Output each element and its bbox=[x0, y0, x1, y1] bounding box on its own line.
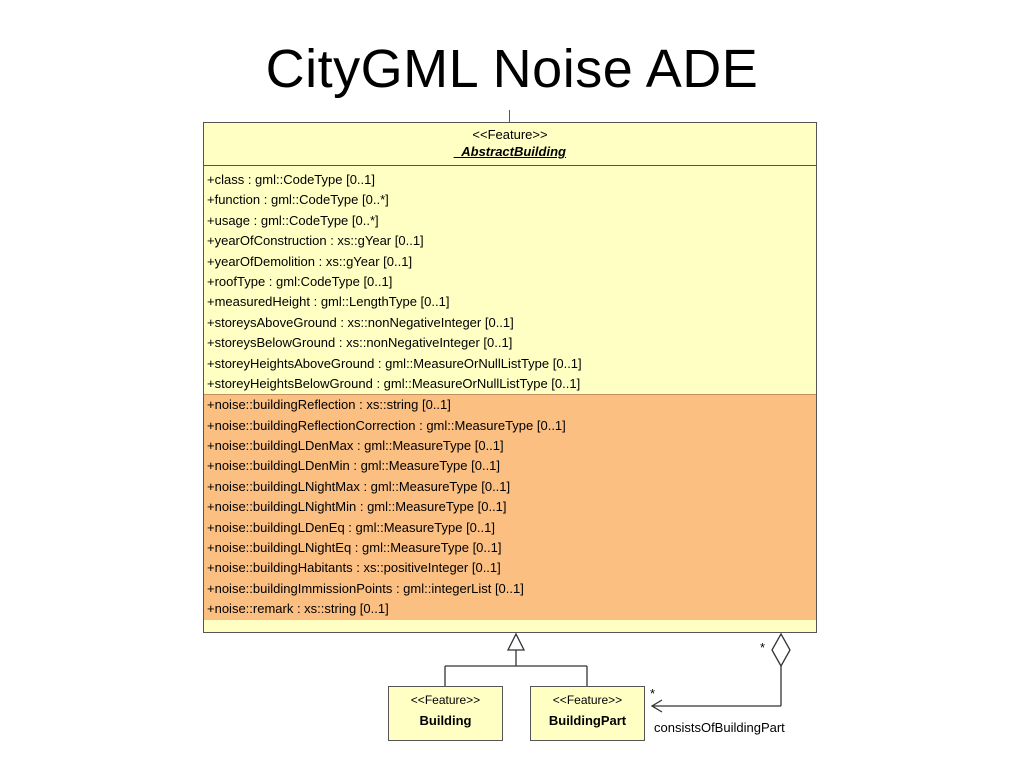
attribute: +usage : gml::CodeType [0..*] bbox=[207, 212, 379, 228]
part-multiplicity: * bbox=[650, 686, 656, 701]
generalization-arrow bbox=[506, 632, 526, 651]
noise-attribute: +noise::buildingLDenMax : gml::MeasureTy… bbox=[204, 436, 816, 457]
noise-attribute: +noise::buildingImmissionPoints : gml::i… bbox=[204, 578, 816, 600]
aggregation-arrowhead bbox=[650, 699, 663, 713]
aggregate-multiplicity: * bbox=[760, 640, 766, 655]
attribute: +roofType : gml:CodeType [0..1] bbox=[207, 273, 393, 289]
building-class[interactable]: <<Feature>> Building bbox=[388, 686, 503, 741]
class-name: _AbstractBuilding bbox=[454, 144, 566, 159]
building-name: Building bbox=[419, 713, 472, 728]
buildingpart-stereotype: <<Feature>> bbox=[552, 693, 623, 707]
noise-attribute: +noise::buildingReflection : xs::string … bbox=[204, 394, 816, 416]
noise-attribute: +noise::buildingLDenEq : gml::MeasureTyp… bbox=[204, 517, 816, 539]
noise-attribute: +noise::buildingLDenMin : gml::MeasureTy… bbox=[204, 456, 816, 477]
noise-attribute: +noise::buildingLNightMin : gml::Measure… bbox=[204, 497, 816, 518]
attribute: +measuredHeight : gml::LengthType [0..1] bbox=[207, 294, 450, 310]
attribute: +yearOfDemolition : xs::gYear [0..1] bbox=[207, 253, 413, 269]
noise-attribute: +noise::remark : xs::string [0..1] bbox=[204, 599, 816, 620]
class-stereotype: <<Feature>> bbox=[472, 127, 548, 142]
building-stereotype: <<Feature>> bbox=[410, 693, 481, 707]
attribute-list: +class : gml::CodeType [0..1] +function … bbox=[204, 166, 816, 620]
attribute: +function : gml::CodeType [0..*] bbox=[207, 192, 389, 208]
noise-attribute: +noise::buildingHabitants : xs::positive… bbox=[204, 558, 816, 579]
class-header: <<Feature>> _AbstractBuilding bbox=[204, 123, 816, 166]
attribute: +storeysBelowGround : xs::nonNegativeInt… bbox=[207, 335, 513, 351]
attribute: +storeysAboveGround : xs::nonNegativeInt… bbox=[207, 314, 514, 330]
noise-attribute: +noise::buildingLNightEq : gml::MeasureT… bbox=[204, 538, 816, 559]
abstract-building-class[interactable]: <<Feature>> _AbstractBuilding +class : g… bbox=[203, 122, 817, 633]
attribute: +yearOfConstruction : xs::gYear [0..1] bbox=[207, 233, 424, 249]
buildingpart-name: BuildingPart bbox=[548, 713, 627, 728]
inheritance-line-top bbox=[509, 110, 510, 122]
attribute: +storeyHeightsAboveGround : gml::Measure… bbox=[207, 355, 582, 371]
noise-attribute: +noise::buildingReflectionCorrection : g… bbox=[204, 415, 816, 437]
attribute: +class : gml::CodeType [0..1] bbox=[207, 172, 375, 187]
buildingpart-class[interactable]: <<Feature>> BuildingPart bbox=[530, 686, 645, 741]
slide-title: CityGML Noise ADE bbox=[265, 39, 759, 99]
association-label: consistsOfBuildingPart bbox=[654, 720, 785, 735]
attribute: +storeyHeightsBelowGround : gml::Measure… bbox=[207, 375, 581, 391]
noise-attribute: +noise::buildingLNightMax : gml::Measure… bbox=[204, 476, 816, 498]
aggregation-diamond bbox=[771, 632, 791, 668]
